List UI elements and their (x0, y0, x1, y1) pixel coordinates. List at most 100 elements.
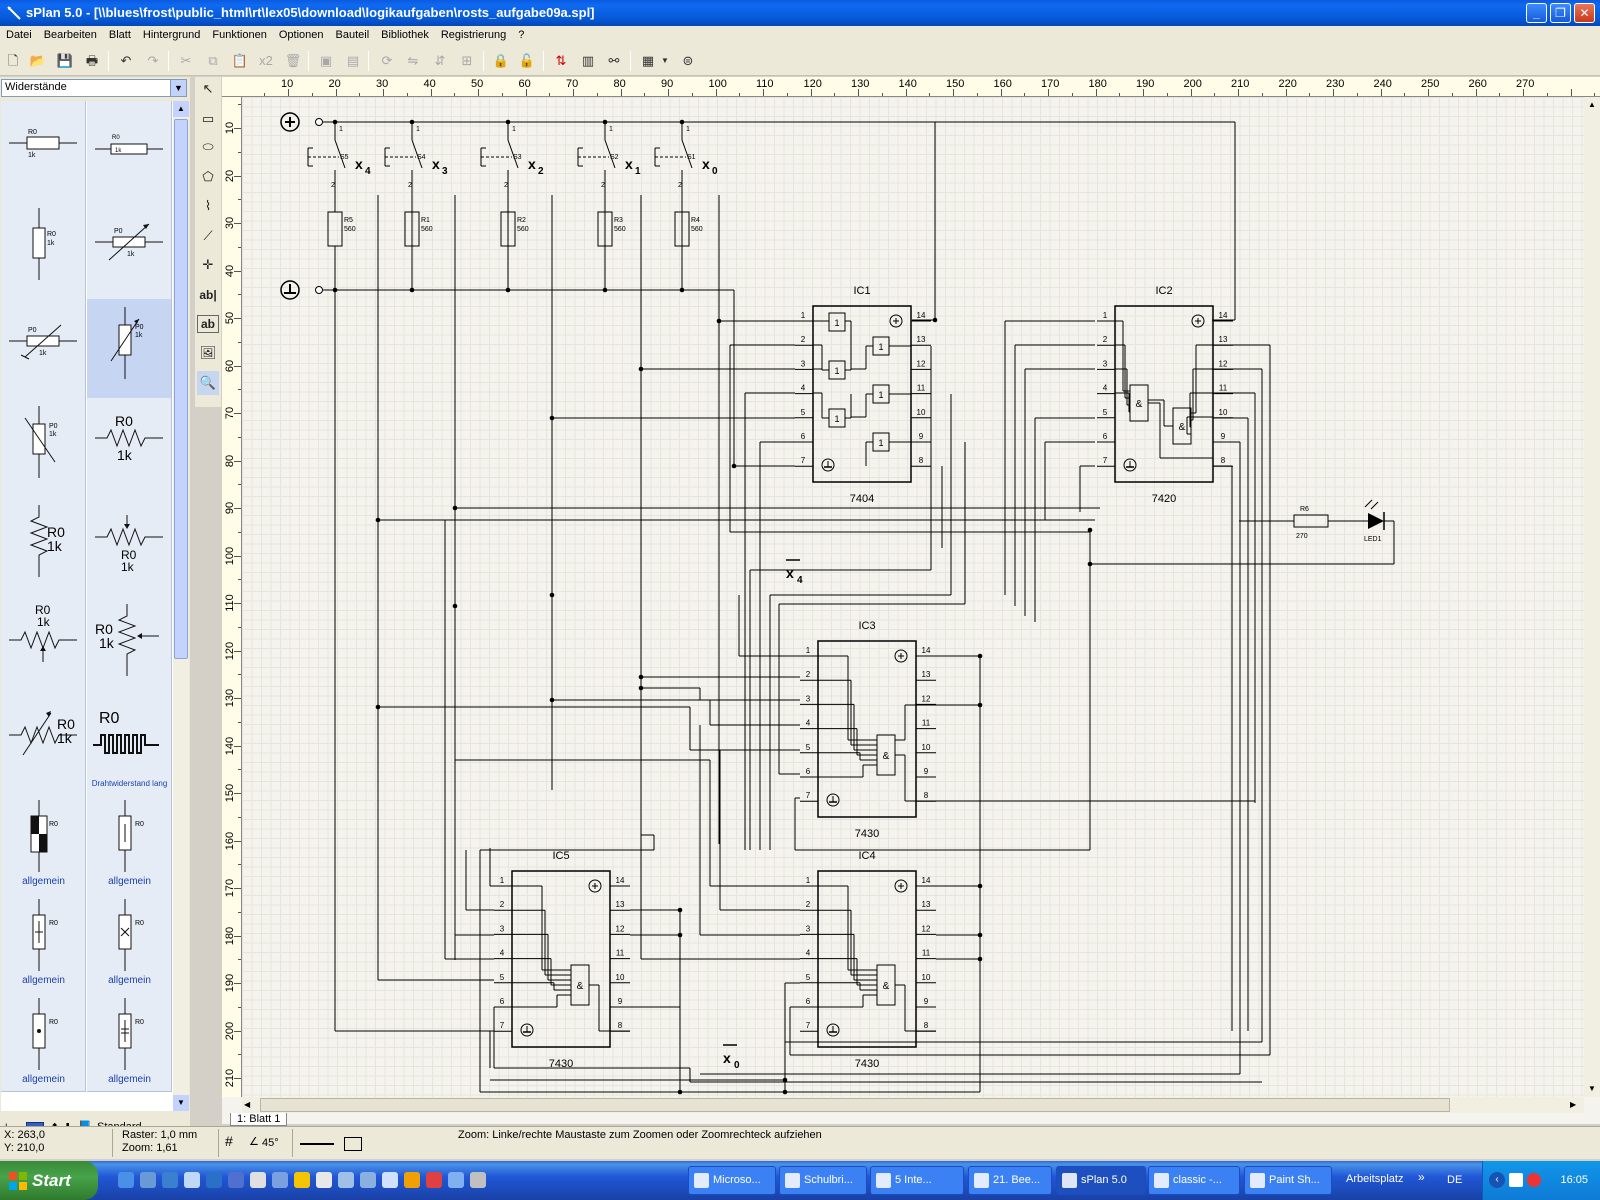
cut-icon[interactable]: ✂ (180, 53, 192, 68)
search-binoculars-icon[interactable]: ⚯ (608, 53, 620, 68)
copy-icon[interactable]: ⧉ (208, 53, 218, 68)
menu-hintergrund[interactable]: Hintergrund (142, 29, 201, 41)
menu-bibliothek[interactable]: Bibliothek (381, 29, 429, 41)
security-shield-icon[interactable] (1527, 1173, 1541, 1187)
delete-icon[interactable]: 🗑 (284, 53, 302, 68)
library-select[interactable]: Widerstände ▼ (1, 79, 187, 97)
horizontal-scroll-thumb[interactable] (260, 1098, 1450, 1112)
line-width-icon[interactable] (300, 1143, 334, 1145)
quick-launch-icon[interactable] (470, 1172, 486, 1188)
polygon-icon[interactable]: ⬠ (202, 169, 214, 184)
quick-launch-icon[interactable] (162, 1172, 178, 1188)
title-bar[interactable]: sPlan 5.0 - [\\blues\frost\public_html\r… (0, 0, 1600, 26)
scroll-left-icon[interactable]: ◀ (244, 1100, 251, 1109)
rotate-icon[interactable]: ⟳ (381, 53, 393, 68)
save-icon[interactable]: 💾 (56, 53, 74, 68)
mirror-v-icon[interactable]: ⇵ (434, 53, 446, 68)
taskbar-task[interactable]: 5 Inte... (870, 1166, 964, 1195)
quick-launch-icon[interactable] (294, 1172, 310, 1188)
quick-launch-icon[interactable] (316, 1172, 332, 1188)
library-scrollbar[interactable]: ▲ ▼ (173, 101, 189, 1111)
close-button[interactable]: ✕ (1574, 3, 1595, 23)
paste-icon[interactable]: 📋 (231, 53, 249, 68)
quick-launch-icon[interactable] (184, 1172, 200, 1188)
mirror-h-icon[interactable]: ⇋ (407, 53, 419, 68)
junction-icon[interactable]: ✛ (202, 257, 214, 272)
arbeitsplatz-toolbar[interactable]: Arbeitsplatz (1346, 1173, 1404, 1185)
image-icon[interactable]: 🖼 (199, 345, 217, 360)
language-indicator[interactable]: DE (1447, 1174, 1463, 1186)
restore-button[interactable]: ❐ (1550, 3, 1571, 23)
quick-launch-icon[interactable] (118, 1172, 134, 1188)
taskbar-task[interactable]: Schulbri... (779, 1166, 867, 1195)
rectangle-icon[interactable]: ▭ (201, 111, 215, 126)
tray-expand-icon[interactable]: ‹ (1489, 1172, 1505, 1188)
text-tool-icon[interactable]: ab| (199, 288, 217, 302)
quick-launch-icon[interactable] (426, 1172, 442, 1188)
quick-launch-icon[interactable] (140, 1172, 156, 1188)
textbox-tool-icon[interactable]: ab (197, 315, 219, 333)
chevron-down-icon[interactable]: ▼ (170, 80, 186, 96)
menu-blatt[interactable]: Blatt (108, 29, 131, 41)
menu-datei[interactable]: Datei (6, 29, 32, 41)
grid-toggle-icon[interactable]: # (225, 1133, 233, 1149)
taskbar-task[interactable]: Microso... (688, 1166, 776, 1195)
zoom-tool-icon[interactable]: 🔍 (197, 371, 219, 395)
angle-icon[interactable]: ∠ (249, 1136, 259, 1148)
redo-icon[interactable]: ↷ (147, 53, 159, 68)
fill-style-icon[interactable] (344, 1137, 362, 1151)
to-front-icon[interactable]: ▣ (319, 53, 333, 68)
library-scroll-thumb[interactable] (174, 119, 188, 659)
taskbar-task[interactable]: classic -... (1148, 1166, 1240, 1195)
horizontal-scrollbar[interactable]: ◀ ▶ (242, 1097, 1584, 1113)
lock-icon[interactable]: 🔒 (492, 53, 510, 68)
open-folder-icon[interactable]: 📂 (29, 53, 47, 68)
zoom-icon[interactable]: ⊜ (682, 53, 694, 68)
scroll-up-icon[interactable]: ▲ (173, 101, 189, 117)
menu-bauteil[interactable]: Bauteil (335, 29, 370, 41)
undo-icon[interactable]: ↶ (120, 53, 132, 68)
menu-optionen[interactable]: Optionen (278, 29, 324, 41)
scroll-down-icon[interactable]: ▼ (1588, 1084, 1596, 1093)
menu-registrierung[interactable]: Registrierung (440, 29, 507, 41)
scroll-up-icon[interactable]: ▲ (1588, 100, 1596, 109)
taskbar-task[interactable]: 21. Bee... (968, 1166, 1052, 1195)
quick-launch-icon[interactable] (272, 1172, 288, 1188)
taskbar-task[interactable]: sPlan 5.0 (1056, 1166, 1146, 1195)
scroll-down-icon[interactable]: ▼ (173, 1095, 189, 1111)
group-icon[interactable]: ⊞ (461, 53, 473, 68)
vertical-scrollbar[interactable]: ▲ ▼ (1584, 97, 1600, 1097)
taskbar-task[interactable]: Paint Sh... (1244, 1166, 1332, 1195)
quick-launch-icon[interactable] (338, 1172, 354, 1188)
start-button[interactable]: Start (0, 1161, 98, 1200)
unlock-icon[interactable]: 🔓 (518, 53, 536, 68)
scroll-right-icon[interactable]: ▶ (1570, 1100, 1577, 1109)
network-icon[interactable] (1509, 1173, 1523, 1187)
quick-launch-icon[interactable] (206, 1172, 222, 1188)
numbering-icon[interactable]: ⇅ (555, 53, 567, 68)
chevron-down-icon[interactable]: ▼ (661, 56, 669, 65)
ellipse-icon[interactable]: ⬭ (202, 139, 214, 154)
quick-launch-icon[interactable] (448, 1172, 464, 1188)
angle-value[interactable]: 45° (262, 1137, 279, 1149)
chevron-right-icon[interactable]: » (1418, 1170, 1425, 1184)
quick-launch-icon[interactable] (404, 1172, 420, 1188)
sheet-tab-1[interactable]: 1: Blatt 1 (230, 1113, 288, 1126)
quick-launch-icon[interactable] (250, 1172, 266, 1188)
